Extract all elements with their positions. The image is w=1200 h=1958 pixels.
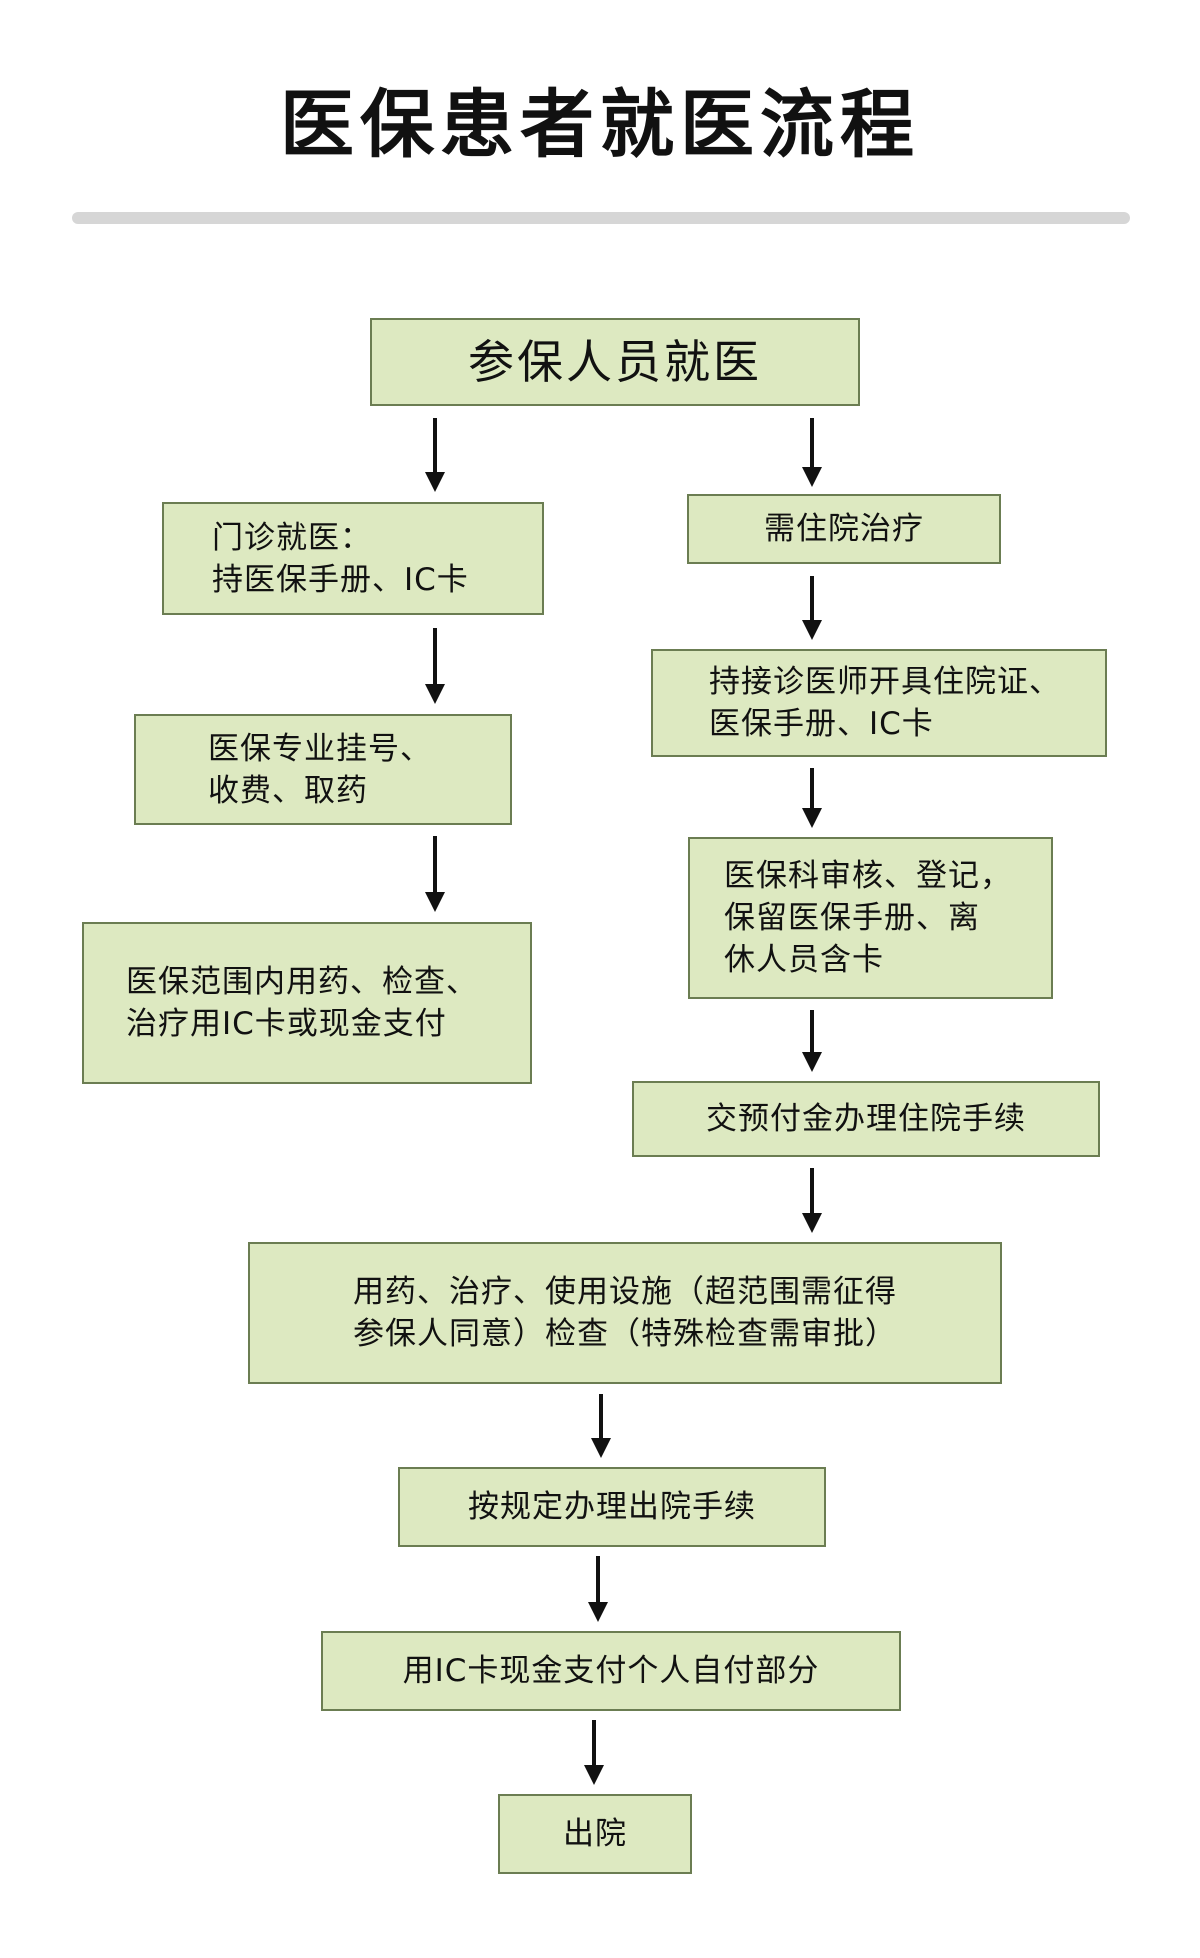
node-outpatient-pay-label: 医保范围内用药、检查、 治疗用IC卡或现金支付 xyxy=(126,964,478,1042)
node-treatment-label: 用药、治疗、使用设施（超范围需征得 参保人同意）检查（特殊检查需审批） xyxy=(353,1274,897,1352)
node-insurance-review-label: 医保科审核、登记， 保留医保手册、离 休人员含卡 xyxy=(724,858,1012,978)
node-start-label: 参保人员就医 xyxy=(468,335,762,389)
node-bring-documents-label: 持接诊医师开具住院证、 医保手册、IC卡 xyxy=(709,664,1061,742)
node-outpatient-visit: 门诊就医： 持医保手册、IC卡 xyxy=(162,502,544,615)
node-discharge-procedure: 按规定办理出院手续 xyxy=(398,1467,826,1547)
node-bring-documents: 持接诊医师开具住院证、 医保手册、IC卡 xyxy=(651,649,1107,757)
node-outpatient-register-label: 医保专业挂号、 收费、取药 xyxy=(208,730,432,809)
title-divider xyxy=(72,212,1130,224)
node-self-pay: 用IC卡现金支付个人自付部分 xyxy=(321,1631,901,1711)
node-outpatient-visit-label: 门诊就医： 持医保手册、IC卡 xyxy=(212,519,469,598)
node-treatment: 用药、治疗、使用设施（超范围需征得 参保人同意）检查（特殊检查需审批） xyxy=(248,1242,1002,1384)
node-need-hospitalization: 需住院治疗 xyxy=(687,494,1001,564)
page-title: 医保患者就医流程 xyxy=(280,82,920,168)
node-outpatient-register: 医保专业挂号、 收费、取药 xyxy=(134,714,512,825)
node-deposit: 交预付金办理住院手续 xyxy=(632,1081,1100,1157)
node-insurance-review: 医保科审核、登记， 保留医保手册、离 休人员含卡 xyxy=(688,837,1053,999)
node-self-pay-label: 用IC卡现金支付个人自付部分 xyxy=(402,1653,820,1689)
node-need-hospitalization-label: 需住院治疗 xyxy=(764,511,924,547)
node-discharge-procedure-label: 按规定办理出院手续 xyxy=(468,1489,756,1525)
node-discharge-label: 出院 xyxy=(563,1816,627,1852)
node-start: 参保人员就医 xyxy=(370,318,860,406)
node-deposit-label: 交预付金办理住院手续 xyxy=(706,1101,1026,1137)
node-discharge: 出院 xyxy=(498,1794,692,1874)
node-outpatient-pay: 医保范围内用药、检查、 治疗用IC卡或现金支付 xyxy=(82,922,532,1084)
